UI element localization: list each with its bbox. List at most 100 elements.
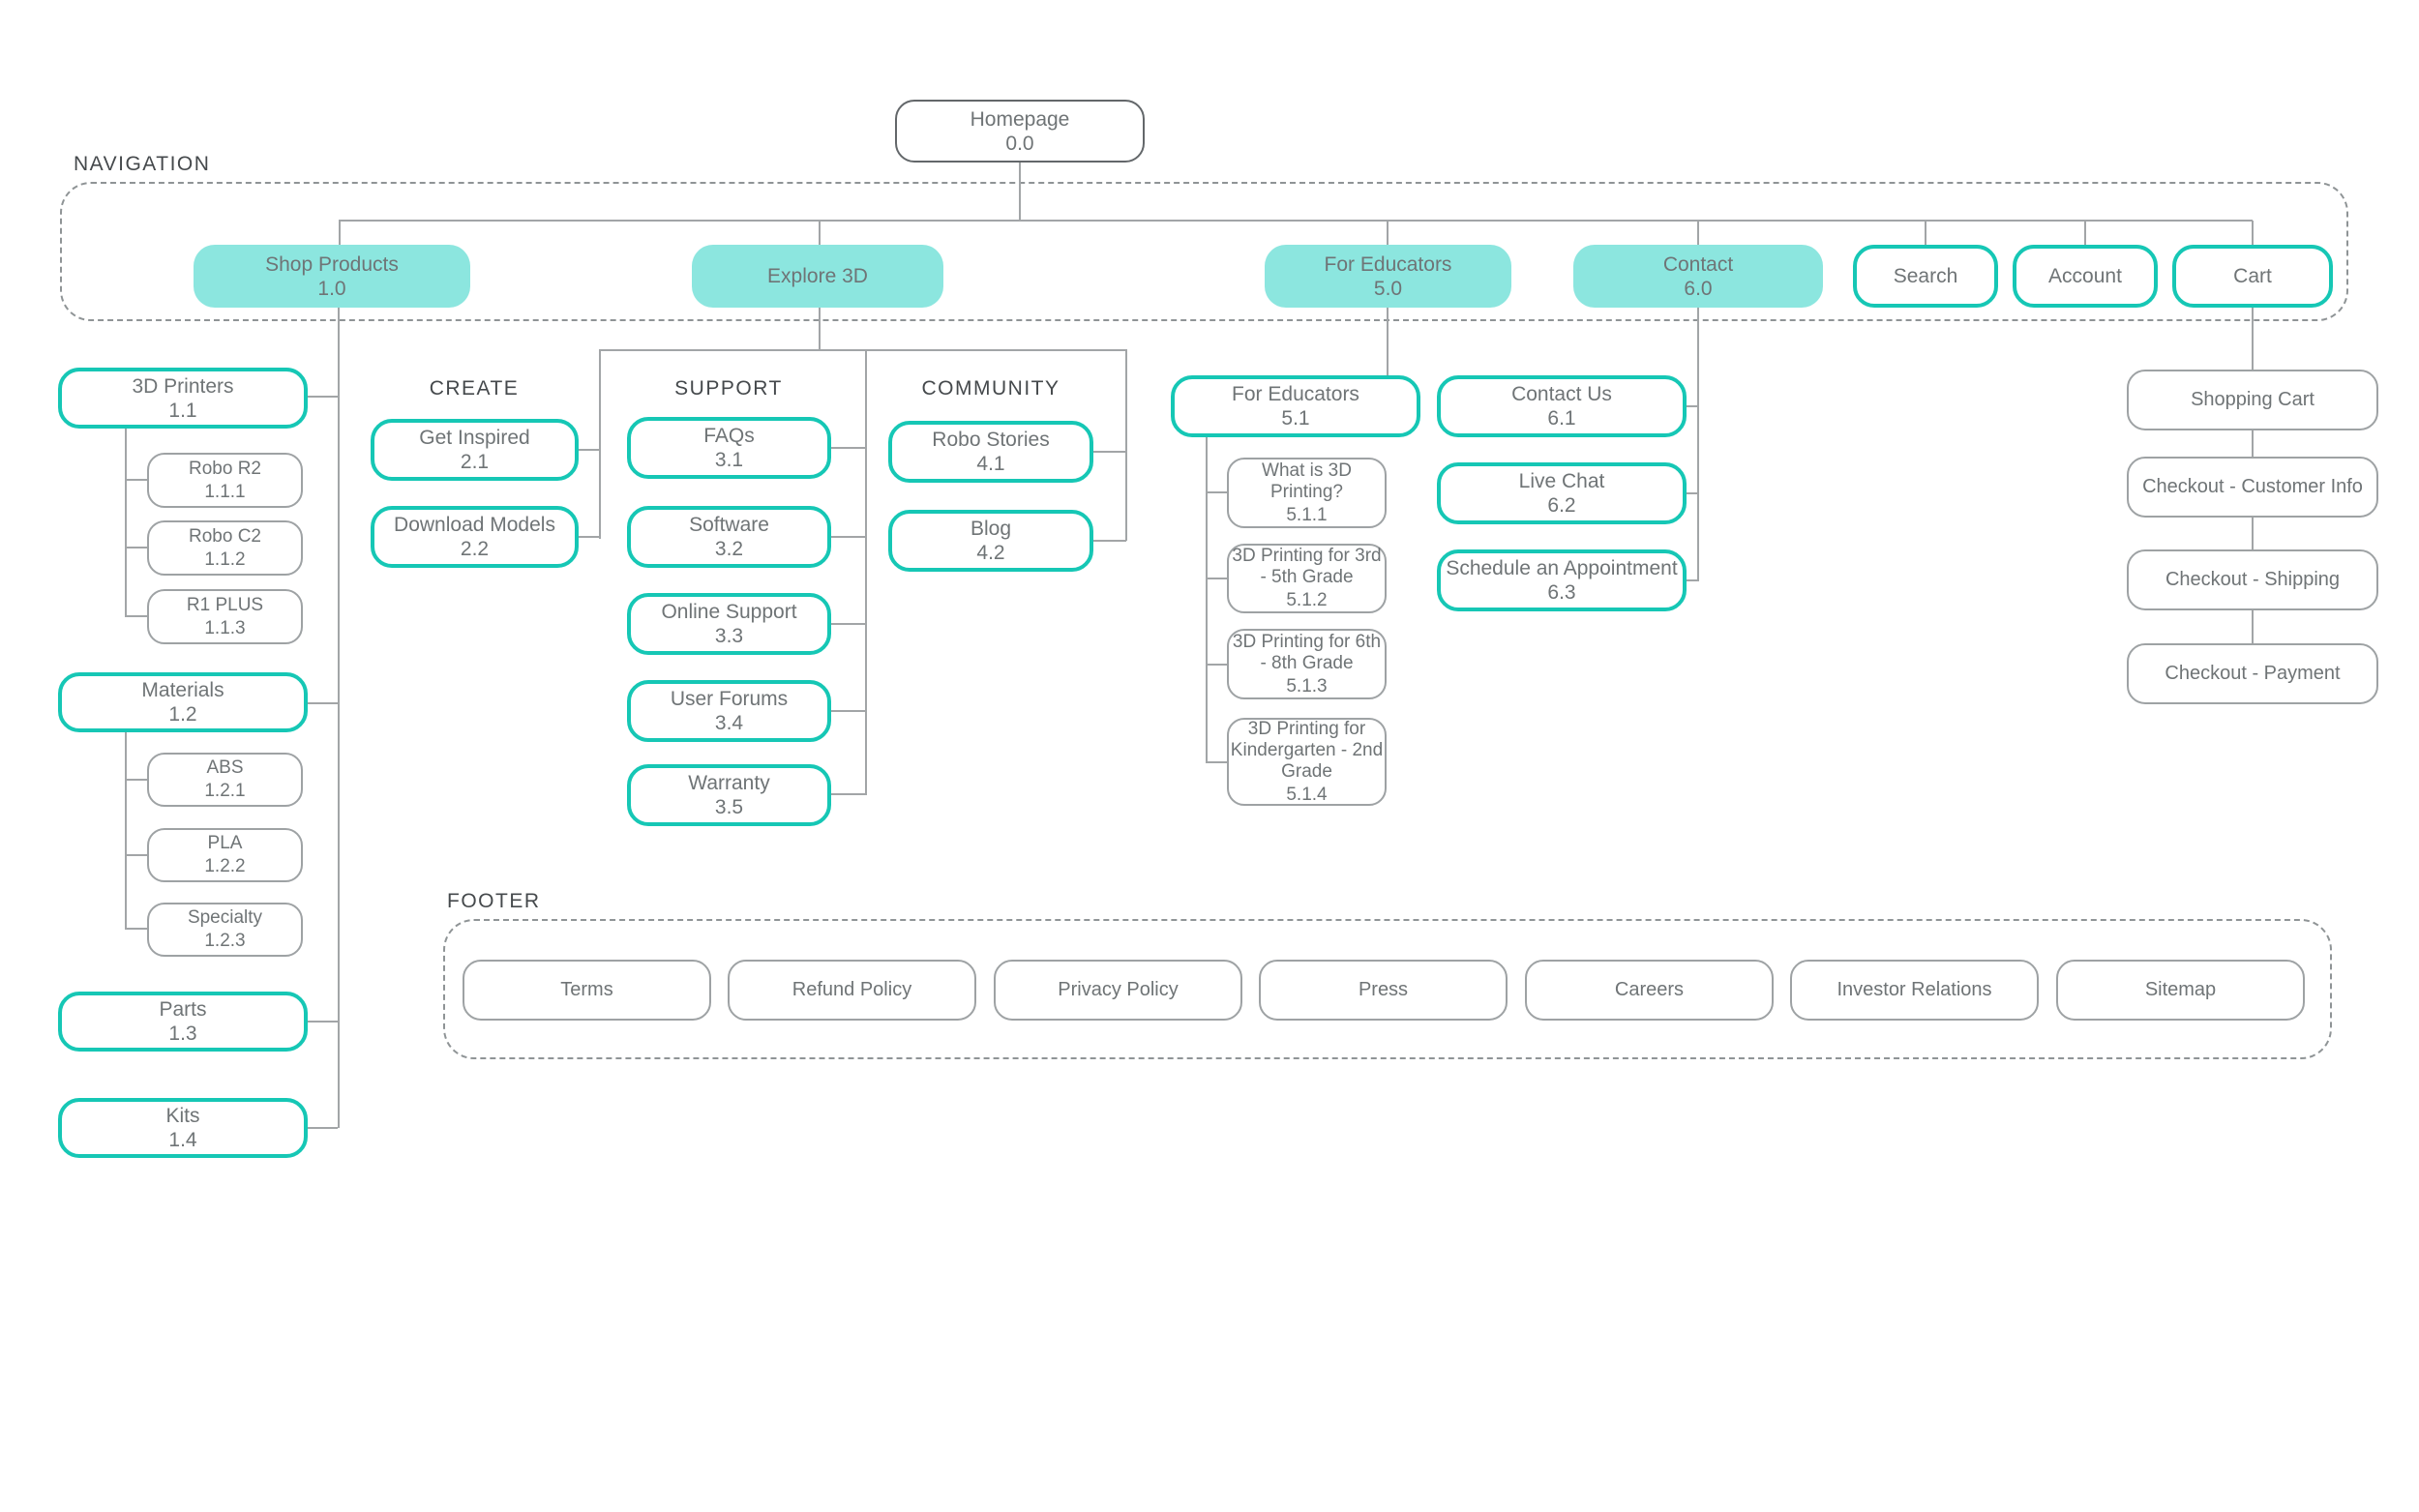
node-checkout-customer-info[interactable]: Checkout - Customer Info — [2127, 457, 2378, 518]
node-live-chat-label: Live Chat — [1518, 470, 1605, 492]
connector-line — [2252, 221, 2254, 246]
connector-line — [831, 623, 866, 625]
connector-line — [339, 220, 2253, 222]
connector-line — [125, 854, 147, 856]
node-3d-printing-k-2nd-number: 5.1.4 — [1286, 784, 1328, 805]
node-warranty-label: Warranty — [688, 772, 770, 794]
node-checkout-shipping[interactable]: Checkout - Shipping — [2127, 549, 2378, 610]
node-footer-privacy-policy[interactable]: Privacy Policy — [994, 960, 1242, 1021]
connector-line — [1687, 405, 1699, 407]
node-blog-number: 4.2 — [976, 542, 1005, 564]
connector-line — [819, 308, 821, 350]
connector-line — [2252, 610, 2254, 643]
node-shopping-cart[interactable]: Shopping Cart — [2127, 370, 2378, 430]
node-pla-label: PLA — [207, 833, 243, 853]
node-robo-r2-label: Robo R2 — [189, 458, 261, 479]
node-contact-us-number: 6.1 — [1547, 407, 1576, 430]
connector-line — [1687, 492, 1699, 494]
node-download-models-number: 2.2 — [460, 538, 490, 560]
connector-line — [1125, 349, 1127, 541]
node-account[interactable]: Account — [2013, 245, 2158, 308]
connector-line — [125, 779, 147, 781]
node-specialty-label: Specialty — [187, 907, 263, 928]
node-get-inspired-label: Get Inspired — [419, 427, 530, 449]
node-3d-printing-3rd-5th-number: 5.1.2 — [1286, 590, 1328, 610]
node-footer-sitemap[interactable]: Sitemap — [2056, 960, 2305, 1021]
connector-line — [125, 928, 147, 930]
node-software-label: Software — [689, 514, 769, 536]
node-blog-label: Blog — [970, 518, 1012, 540]
node-3d-printing-k-2nd[interactable]: 3D Printing for Kindergarten - 2nd Grade… — [1227, 718, 1387, 806]
connector-line — [1387, 308, 1389, 375]
node-footer-careers-label: Careers — [1614, 979, 1685, 1000]
node-footer-terms-label: Terms — [560, 979, 613, 1000]
connector-line — [1019, 163, 1021, 221]
connector-line — [1093, 540, 1126, 542]
connector-line — [579, 449, 600, 451]
node-checkout-payment-label: Checkout - Payment — [2165, 663, 2341, 684]
connector-line — [308, 396, 338, 398]
node-what-is-3d-printing[interactable]: What is 3D Printing?5.1.1 — [1227, 458, 1387, 528]
node-footer-terms[interactable]: Terms — [463, 960, 711, 1021]
node-footer-investor-relations[interactable]: Investor Relations — [1790, 960, 2039, 1021]
node-download-models-label: Download Models — [394, 514, 555, 536]
node-footer-press[interactable]: Press — [1259, 960, 1508, 1021]
connector-line — [831, 447, 866, 449]
node-search[interactable]: Search — [1853, 245, 1998, 308]
create-header: CREATE — [429, 377, 520, 400]
node-footer-careers[interactable]: Careers — [1525, 960, 1774, 1021]
node-checkout-payment[interactable]: Checkout - Payment — [2127, 643, 2378, 704]
node-for-educators-nav-number: 5.0 — [1373, 277, 1403, 300]
node-materials-label: Materials — [141, 679, 224, 701]
connector-line — [831, 793, 866, 795]
node-3d-printers-number: 1.1 — [168, 399, 197, 422]
node-3d-printing-6th-8th-number: 5.1.3 — [1286, 675, 1328, 697]
connector-line — [308, 702, 338, 704]
node-account-label: Account — [2048, 265, 2122, 287]
node-what-is-3d-printing-number: 5.1.1 — [1286, 504, 1328, 525]
node-explore-3d[interactable]: Explore 3D — [692, 245, 943, 308]
node-checkout-customer-info-label: Checkout - Customer Info — [2142, 476, 2363, 497]
node-footer-privacy-policy-label: Privacy Policy — [1058, 979, 1179, 1000]
footer-group — [443, 919, 2332, 1059]
node-cart[interactable]: Cart — [2172, 245, 2333, 308]
node-for-educators-5-1-label: For Educators — [1232, 383, 1359, 405]
node-footer-refund-policy[interactable]: Refund Policy — [728, 960, 976, 1021]
node-robo-stories-label: Robo Stories — [932, 429, 1050, 451]
connector-line — [1206, 761, 1228, 763]
connector-line — [1206, 664, 1228, 666]
node-robo-c2-label: Robo C2 — [189, 525, 261, 547]
node-checkout-shipping-label: Checkout - Shipping — [2165, 569, 2341, 590]
navigation-group-label: NAVIGATION — [74, 153, 211, 175]
